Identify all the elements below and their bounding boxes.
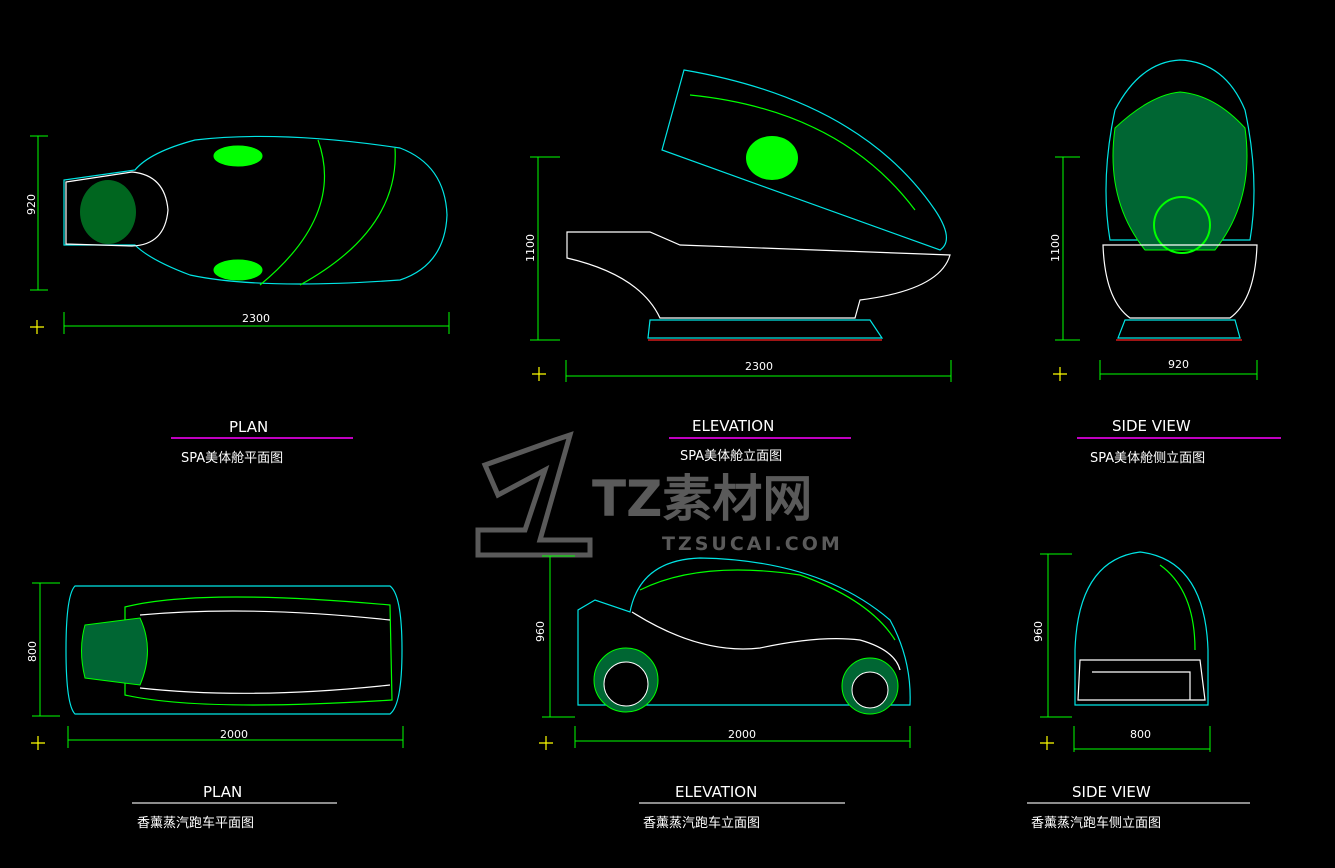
dim-height: 960	[534, 621, 547, 642]
dim-width: 920	[1168, 358, 1189, 371]
view-subtitle: 香薰蒸汽跑车侧立面图	[1031, 815, 1161, 831]
car-plan-drawing: 800 2000	[26, 582, 404, 750]
view-title: PLAN	[203, 783, 242, 801]
car-elevation-drawing: 960 2000	[534, 555, 911, 750]
view-title: ELEVATION	[675, 783, 757, 801]
watermark: TZ素材网 TZSUCAI.COM	[475, 431, 843, 558]
dim-height: 800	[26, 641, 39, 662]
dim-width: 2000	[728, 728, 756, 741]
view-title: ELEVATION	[692, 417, 774, 435]
watermark-brand: TZ素材网	[592, 470, 812, 528]
dim-width: 800	[1130, 728, 1151, 741]
view-title: SIDE VIEW	[1072, 783, 1151, 801]
view-title: PLAN	[229, 418, 268, 436]
spa-plan-drawing: 920 2300	[25, 135, 450, 334]
view-title: SIDE VIEW	[1112, 417, 1191, 435]
dim-width: 2000	[220, 728, 248, 741]
view-subtitle: SPA美体舱平面图	[181, 451, 283, 466]
spa-side-drawing: 1100 920	[1049, 59, 1258, 381]
dim-height: 920	[25, 194, 38, 215]
view-subtitle: 香薰蒸汽跑车平面图	[137, 815, 254, 831]
dim-width: 2300	[242, 312, 270, 325]
dim-height: 960	[1032, 621, 1045, 642]
view-subtitle: 香薰蒸汽跑车立面图	[643, 815, 760, 831]
dim-height: 1100	[524, 234, 537, 262]
view-subtitle: SPA美体舱立面图	[680, 449, 782, 464]
car-side-drawing: 960 800	[1032, 551, 1211, 752]
view-labels: PLAN SPA美体舱平面图 ELEVATION SPA美体舱立面图 SIDE …	[132, 417, 1281, 831]
dim-width: 2300	[745, 360, 773, 373]
dim-height: 1100	[1049, 234, 1062, 262]
view-subtitle: SPA美体舱侧立面图	[1090, 451, 1205, 466]
spa-elevation-drawing: 1100 2300	[524, 69, 952, 382]
watermark-url: TZSUCAI.COM	[662, 533, 843, 555]
